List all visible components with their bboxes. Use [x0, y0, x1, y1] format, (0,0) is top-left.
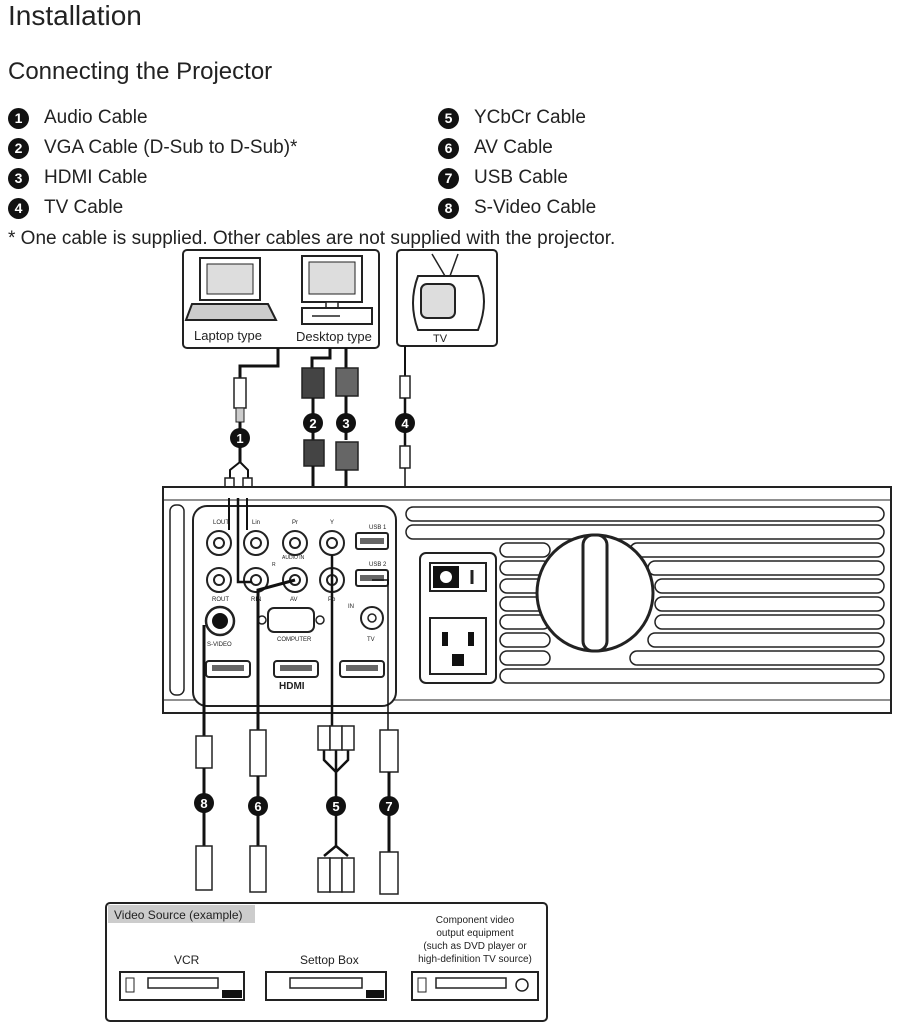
port-label: AV [290, 597, 298, 603]
port-label: S-VIDEO [207, 642, 232, 648]
port-label: IN [348, 604, 354, 610]
projector-body: LOUT Lin Pr Y USB 1 USB 2 AUDIO IN R ROU… [162, 486, 892, 714]
section-title: Connecting the Projector [8, 58, 273, 85]
legend-label: YCbCr Cable [474, 107, 586, 128]
hdmi-connector [335, 367, 359, 397]
io-panel [192, 505, 397, 707]
badge-8: 8 [194, 793, 214, 813]
vcr-device-icon [119, 971, 245, 1001]
port-label: AUDIO IN [282, 555, 305, 561]
hdmi-ports [205, 660, 385, 678]
vga-connector [301, 367, 325, 399]
connection-diagram: Laptop type Desktop type TV 1 2 3 4 [105, 249, 892, 1022]
badge-3: 3 [336, 413, 356, 433]
component-label-2: output equipment [436, 928, 514, 939]
rca-jacks [206, 530, 345, 593]
port-label: COMPUTER [277, 637, 312, 643]
component-label-3: (such as DVD player or [423, 941, 527, 952]
cable-legend: 1 Audio Cable 2 VGA Cable (D-Sub to D-Sub)… [0, 0, 900, 240]
tv-box: TV [396, 249, 498, 347]
component-label-4: high-definition TV source) [418, 954, 532, 965]
badge-2: 2 [303, 413, 323, 433]
legend-item: 4 TV Cable [8, 197, 123, 219]
computer-port [267, 607, 315, 633]
legend-label: USB Cable [474, 167, 568, 188]
badge-7: 7 [379, 796, 399, 816]
tv-label: TV [433, 333, 448, 345]
badge-2-text: 2 [309, 416, 316, 431]
settop-device-icon [265, 971, 387, 1001]
number-badge: 5 [438, 107, 459, 129]
video-source-label: Video Source (example) [114, 908, 243, 922]
legend-item: 3 HDMI Cable [8, 167, 147, 189]
badge-6: 6 [248, 796, 268, 816]
legend-label: S-Video Cable [474, 197, 597, 218]
port-label: USB 2 [369, 562, 387, 568]
badge-5: 5 [326, 796, 346, 816]
number-badge: 7 [438, 167, 459, 189]
component-device-icon [411, 971, 539, 1001]
badge-3-text: 3 [342, 416, 349, 431]
number-badge: 6 [438, 137, 459, 159]
legend-item: 1 Audio Cable [8, 107, 148, 129]
badge-7-text: 7 [385, 799, 392, 814]
port-label: R [272, 562, 276, 568]
port-label: LOUT [213, 520, 229, 526]
legend-label: AV Cable [474, 137, 553, 158]
badge-5-text: 5 [332, 799, 339, 814]
laptop-icon [184, 257, 278, 321]
footnote: * One cable is supplied. Other cables ar… [8, 228, 616, 249]
component-label-1: Component video [436, 915, 515, 926]
page-title: Installation [8, 0, 142, 31]
legend-item: 7 USB Cable [438, 167, 568, 189]
vcr-label: VCR [174, 953, 200, 967]
badge-6-text: 6 [254, 799, 261, 814]
port-label: RIN [251, 597, 261, 603]
port-label: Lin [252, 520, 260, 526]
port-label: Pr [292, 520, 298, 526]
number-badge: 1 [8, 107, 29, 129]
number-badge: 4 [8, 197, 29, 219]
legend-item: 5 YCbCr Cable [438, 107, 586, 129]
computer-box: Laptop type Desktop type [182, 249, 380, 349]
desktop-label: Desktop type [296, 329, 372, 344]
number-badge: 8 [438, 197, 459, 219]
legend-label: HDMI Cable [44, 167, 148, 188]
number-badge: 3 [8, 167, 29, 189]
video-source-box: Video Source (example) VCR Settop Box Co… [105, 902, 548, 1022]
legend-item: 6 AV Cable [438, 137, 553, 159]
port-label: USB 1 [369, 525, 387, 531]
badge-1: 1 [230, 428, 250, 448]
legend-item: 8 S-Video Cable [438, 197, 596, 219]
number-badge: 2 [8, 137, 29, 159]
legend-label: VGA Cable (D-Sub to D-Sub)* [44, 137, 298, 158]
hdmi-logo: HDMI [279, 681, 305, 692]
laptop-label: Laptop type [194, 328, 262, 343]
port-label: ROUT [212, 597, 229, 603]
vent-grille [405, 506, 885, 684]
badge-1-text: 1 [236, 431, 243, 446]
settop-label: Settop Box [300, 953, 359, 967]
port-label: Y [330, 520, 334, 526]
badge-8-text: 8 [200, 796, 207, 811]
badge-4: 4 [395, 413, 415, 433]
badge-4-text: 4 [401, 416, 409, 431]
audio-cable [238, 348, 280, 380]
legend-label: TV Cable [44, 197, 124, 218]
desktop-icon [301, 255, 373, 325]
port-label: TV [367, 637, 375, 643]
legend-item: 2 VGA Cable (D-Sub to D-Sub)* [8, 137, 297, 159]
legend-label: Audio Cable [44, 107, 148, 128]
